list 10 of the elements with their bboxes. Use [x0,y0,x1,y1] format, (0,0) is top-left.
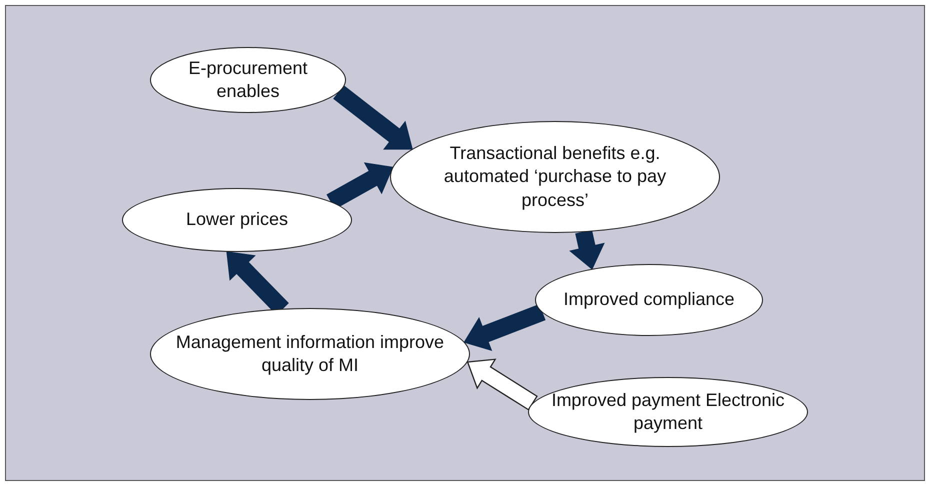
block-arrow [333,85,413,150]
node-label: Improved payment Electronic payment [550,388,786,435]
node-label: Improved compliance [562,288,736,312]
node-label: Lower prices [184,208,290,232]
block-arrow [464,304,546,352]
node-label: Transactional benefits e.g. automated ‘purchase to pay process’ [442,142,668,212]
block-arrow [569,230,605,270]
node-label: Management information improve quality of MI [174,330,446,377]
block-arrow [466,358,538,411]
node-label: E-procurement enables [187,56,309,103]
